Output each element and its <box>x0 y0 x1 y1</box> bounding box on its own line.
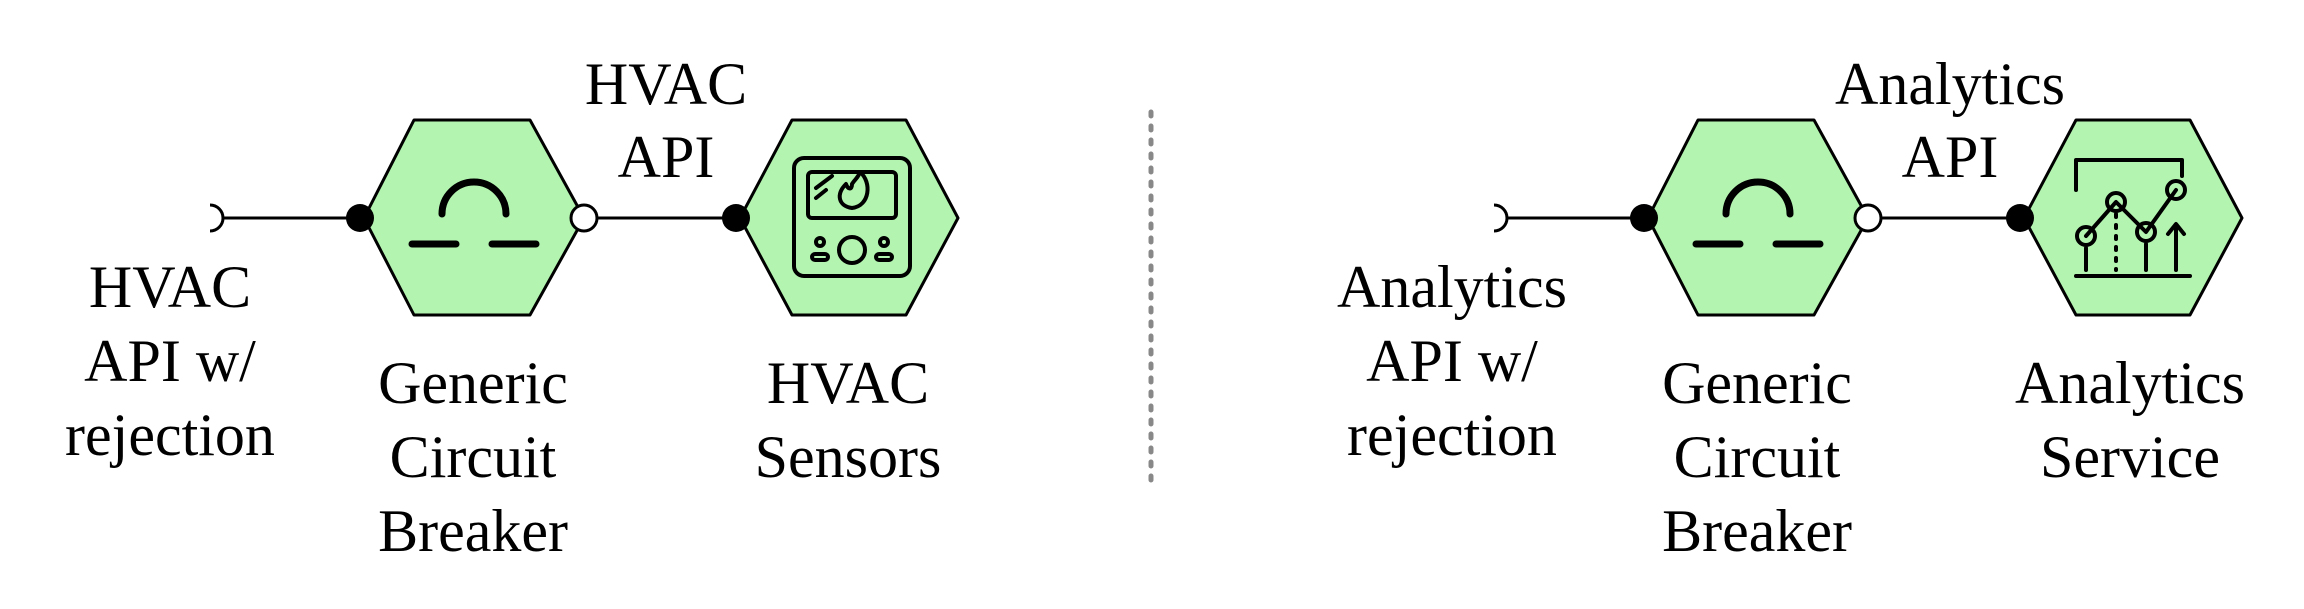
left-panel: HVAC API HVAC API w/ rejection Generic C… <box>65 51 960 564</box>
circuit-breaker-hexagon <box>1646 118 1870 317</box>
socket-label: rejection <box>65 402 275 468</box>
socket-label: rejection <box>1347 402 1557 468</box>
breaker-label: Generic <box>1662 350 1852 416</box>
interface-label: API <box>1902 124 1999 190</box>
socket-label: API w/ <box>1366 328 1538 394</box>
socket-label: HVAC <box>89 254 251 320</box>
service-label: Sensors <box>755 424 942 490</box>
open-port-dot <box>569 203 599 233</box>
breaker-label: Breaker <box>378 498 568 564</box>
service-label: Service <box>2040 424 2220 490</box>
required-interface-socket <box>209 203 225 233</box>
breaker-label: Circuit <box>390 424 557 490</box>
analytics-chart-icon <box>2074 158 2192 278</box>
omega-icon <box>408 178 540 248</box>
interface-label: HVAC <box>585 51 747 117</box>
provided-port-dot <box>346 204 374 232</box>
breaker-label: Generic <box>378 350 568 416</box>
open-port-dot <box>1853 203 1883 233</box>
provided-port-dot <box>722 204 750 232</box>
required-interface-socket <box>1493 203 1509 233</box>
circuit-breaker-hexagon <box>362 118 586 317</box>
provided-port-dot <box>1630 204 1658 232</box>
right-panel: Analytics API Analytics API w/ rejection… <box>1337 51 2245 564</box>
breaker-label: Circuit <box>1674 424 1841 490</box>
interface-label: Analytics <box>1835 51 2065 117</box>
service-label: HVAC <box>767 350 929 416</box>
socket-label: Analytics <box>1337 254 1567 320</box>
breaker-label: Breaker <box>1662 498 1852 564</box>
omega-icon <box>1692 178 1824 248</box>
socket-label: API w/ <box>84 328 256 394</box>
provided-port-dot <box>2006 204 2034 232</box>
interface-label: API <box>618 124 715 190</box>
service-label: Analytics <box>2015 350 2245 416</box>
thermostat-icon <box>792 156 912 278</box>
